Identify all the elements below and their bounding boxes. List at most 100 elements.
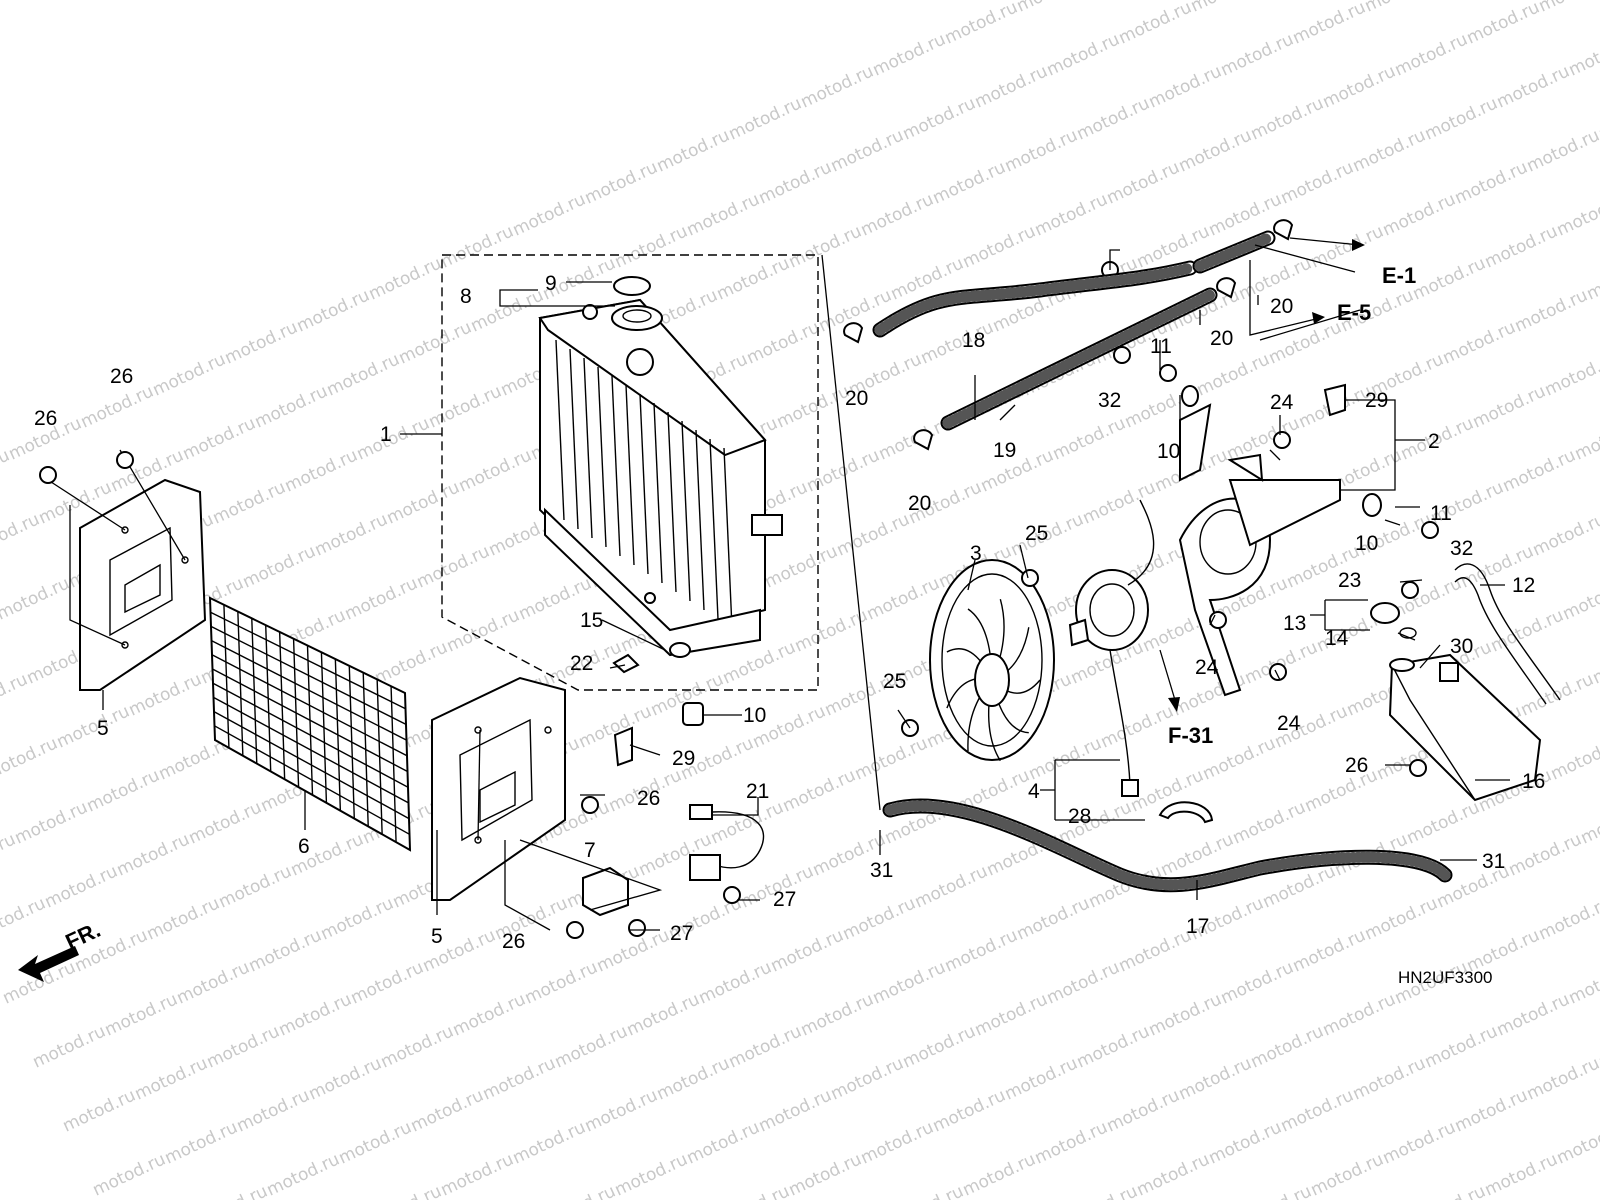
watermark-text: motod.ru <box>582 157 661 208</box>
fin-line <box>625 384 635 566</box>
watermark-text: motod.ru <box>834 509 913 560</box>
watermark-text: motod.ru <box>102 989 181 1040</box>
watermark-text: motod.ru <box>1116 925 1195 976</box>
watermark-text: motod.ru <box>162 1117 241 1168</box>
watermark-text: motod.ru <box>1494 989 1573 1040</box>
callout-20-a: 20 <box>845 387 868 410</box>
watermark-text: motod.ru <box>858 189 937 240</box>
watermark-text: motod.ru <box>1566 29 1600 80</box>
watermark-text: motod.ru <box>1026 733 1105 784</box>
watermark-text: motod.ru <box>1146 989 1225 1040</box>
fin-line <box>653 402 663 584</box>
fin-line <box>555 339 565 521</box>
callout-14: 14 <box>1325 627 1349 650</box>
callout-31-left: 31 <box>870 859 893 882</box>
watermark-text: motod.ru <box>1218 957 1297 1008</box>
watermark-text: motod.ru <box>852 733 931 784</box>
hose-19 <box>940 287 1218 431</box>
screen-mesh <box>210 604 410 843</box>
watermark-text: motod.ru <box>1362 893 1441 944</box>
watermark-text: motod.ru <box>708 797 787 848</box>
callout-25-upper: 25 <box>1025 522 1048 545</box>
fin-line <box>583 357 593 539</box>
watermark-text: motod.ru <box>1464 0 1543 49</box>
bolt-head <box>1269 663 1287 681</box>
callout-17: 17 <box>1186 915 1209 938</box>
watermark-text: motod.ru <box>624 989 703 1040</box>
callout-26-b: 26 <box>110 365 133 388</box>
watermark-text: motod.ru <box>1560 573 1600 624</box>
hose-clamp-3 <box>1273 219 1294 241</box>
watermark-text: motod.ru <box>192 1181 271 1200</box>
fin-line <box>569 348 579 530</box>
watermark-text: motod.ru <box>828 125 907 176</box>
bolt-head <box>116 451 134 469</box>
watermark-text: motod.ru <box>798 61 877 112</box>
watermark-text: motod.ru <box>972 61 1051 112</box>
watermark-text: motod.ru <box>1302 765 1381 816</box>
callout-5-right: 5 <box>431 925 443 948</box>
watermark-text: motod.ru <box>1014 893 1093 944</box>
watermark-text: motod.ru <box>246 925 325 976</box>
fan-switch-clip <box>1158 801 1214 824</box>
arrow-f31 <box>1168 697 1180 712</box>
watermark-text: motod.ru <box>84 765 163 816</box>
watermark-text: motod.ru <box>756 157 835 208</box>
fin-line <box>639 393 649 575</box>
watermark-text: motod.ru <box>306 1053 385 1104</box>
callout-10-radiator: 10 <box>743 704 766 727</box>
watermark-text: motod.ru <box>552 1021 631 1072</box>
watermark-text: motod.ru <box>342 573 421 624</box>
watermark-text: motod.ru <box>216 861 295 912</box>
callout-10-right: 10 <box>1355 532 1378 555</box>
callout-24-lower: 24 <box>1277 712 1301 735</box>
callout-21: 21 <box>746 780 769 803</box>
watermark-text: motod.ru <box>354 413 433 464</box>
watermark-text: motod.ru <box>828 1053 907 1104</box>
watermark-text: motod.ru <box>1506 829 1585 880</box>
callout-20-c: 20 <box>1210 327 1233 350</box>
callout-10-upper: 10 <box>1157 440 1180 463</box>
callout-22: 22 <box>570 652 593 675</box>
watermark-text: motod.ru <box>780 765 859 816</box>
watermark-text: motod.ru <box>1278 157 1357 208</box>
callout-26-e: 26 <box>1345 754 1368 777</box>
watermark-text: motod.ru <box>1530 509 1600 560</box>
callout-19: 19 <box>993 439 1016 462</box>
watermark-text: motod.ru <box>12 797 91 848</box>
watermark-text: motod.ru <box>1536 0 1600 17</box>
watermark-text: motod.ru <box>144 893 223 944</box>
watermark-text: motod.ru <box>1362 0 1441 17</box>
watermark-text: motod.ru <box>960 1149 1039 1200</box>
callout-18: 18 <box>962 329 985 352</box>
watermark-text: motod.ru <box>612 221 691 272</box>
watermark-text: motod.ru <box>186 797 265 848</box>
mesh-line <box>213 710 410 820</box>
arrow-e1 <box>1352 239 1365 251</box>
diagram-code: HN2UF3300 <box>1398 968 1493 987</box>
callout-16: 16 <box>1522 770 1545 793</box>
watermark-text: motod.ru <box>762 541 841 592</box>
mesh-line <box>210 611 406 710</box>
watermark-text: motod.ru <box>318 893 397 944</box>
callout-26-d: 26 <box>502 930 525 953</box>
watermark-text: motod.ru <box>1554 189 1600 240</box>
bolt-head <box>1113 346 1131 364</box>
radiator-core <box>538 298 783 657</box>
watermark-text: motod.ru <box>942 0 1021 49</box>
watermark-text: motod.ru <box>90 1149 169 1200</box>
fin-line <box>709 438 719 620</box>
watermark-text: motod.ru <box>1542 349 1600 400</box>
watermark-text: motod.ru <box>1248 1021 1327 1072</box>
watermark-text: motod.ru <box>1002 1053 1081 1104</box>
watermark-text: motod.ru <box>1572 413 1600 464</box>
callout-23: 23 <box>1338 569 1361 592</box>
watermark-text: motod.ru <box>1488 605 1567 656</box>
watermark-text: motod.ru <box>312 509 391 560</box>
watermark-text: motod.ru <box>684 189 763 240</box>
watermark-text: motod.ru <box>1188 0 1267 17</box>
watermark-text: motod.ru <box>336 1117 415 1168</box>
radiator-shroud-left <box>47 449 207 691</box>
watermark-text: motod.ru <box>1194 349 1273 400</box>
